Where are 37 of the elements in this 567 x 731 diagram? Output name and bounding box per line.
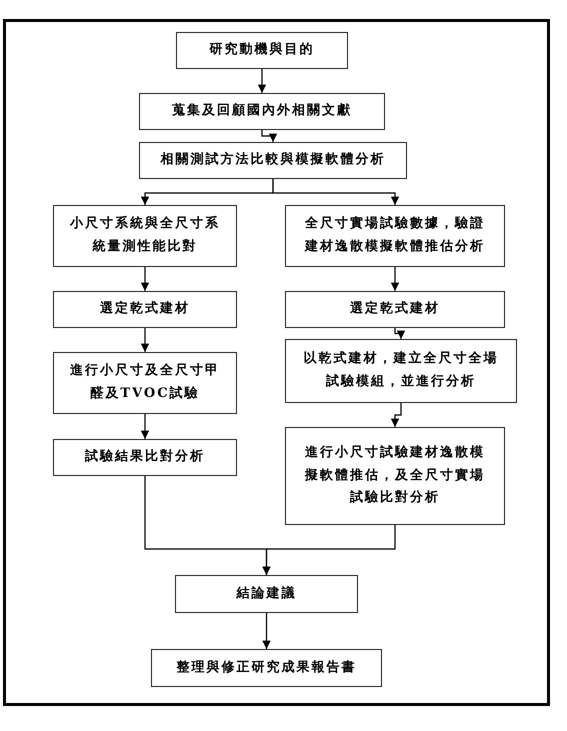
process-box xyxy=(176,32,348,69)
process-box xyxy=(53,291,237,328)
arrow xyxy=(390,267,400,291)
step-text: 蒐集及回顧國內外相關文獻 xyxy=(172,102,352,120)
step-text: 全尺寸實場試驗數據，驗證建材逸散模擬軟體推估分析 xyxy=(303,215,486,256)
step-text: 選定乾式建材 xyxy=(100,300,190,318)
step-text: 進行小尺寸試驗建材逸散模擬軟體推估，及全尺寸實場試驗比對分析 xyxy=(304,444,486,508)
arrow xyxy=(262,613,271,649)
step-text: 選定乾式建材 xyxy=(350,300,440,318)
arrow xyxy=(258,69,266,93)
process-box xyxy=(285,291,505,328)
arrow xyxy=(394,328,406,339)
process-box xyxy=(151,649,382,687)
step-text: 以乾式建材，建立全尺寸全場試驗模組，並進行分析 xyxy=(302,350,500,391)
process-box xyxy=(53,205,237,267)
process-box xyxy=(175,575,358,613)
process-box xyxy=(139,93,385,130)
arrow xyxy=(261,130,278,142)
arrow xyxy=(140,267,150,291)
step-text: 整理與修正研究成果報告書 xyxy=(176,658,356,677)
arrow xyxy=(140,414,150,439)
process-box xyxy=(139,142,407,179)
process-box xyxy=(53,352,237,414)
step-text: 結論建議 xyxy=(236,584,296,603)
step-text: 相關測試方法比較與模擬軟體分析 xyxy=(160,150,386,170)
process-box xyxy=(285,339,517,403)
step-text: 進行小尺寸及全尺寸甲醛及TVOC試驗 xyxy=(69,362,221,403)
arrow xyxy=(262,525,396,575)
process-box xyxy=(285,427,505,525)
arrow xyxy=(140,328,150,352)
process-box xyxy=(285,205,505,267)
arrow xyxy=(272,179,400,205)
step-text: 研究動機與目的 xyxy=(210,40,314,60)
step-text: 試驗結果比對分析 xyxy=(85,448,205,466)
step-text: 小尺寸系統與全尺寸系統量測性能比對 xyxy=(68,214,221,256)
arrow xyxy=(390,403,402,427)
process-box xyxy=(53,439,237,476)
